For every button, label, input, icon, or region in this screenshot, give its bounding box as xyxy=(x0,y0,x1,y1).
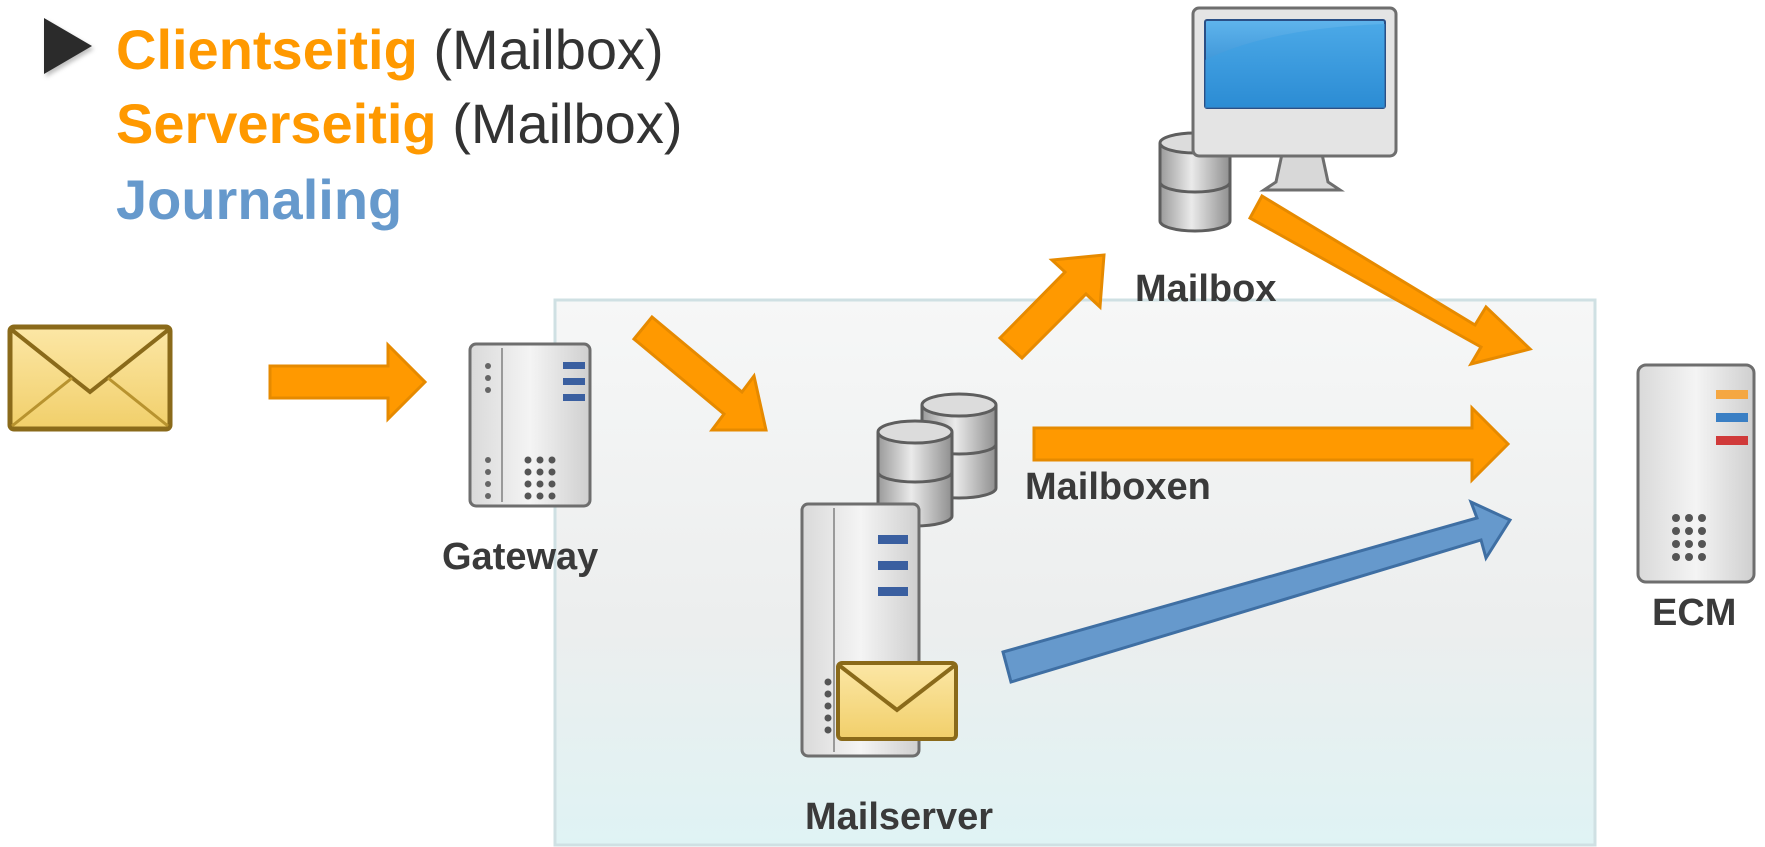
mailserver-label: Mailserver xyxy=(805,796,994,838)
arrow-mailbox-to-ecm-icon xyxy=(1247,193,1533,367)
ecm-server-icon xyxy=(1636,363,1756,584)
mailbox-label: Mailbox xyxy=(1135,268,1277,310)
legend-note-text: (Mailbox) xyxy=(452,92,683,155)
arrow-journaling-to-ecm-icon xyxy=(1001,499,1513,684)
legend-item-journaling: Journaling xyxy=(116,172,402,228)
gateway-server-icon xyxy=(468,342,592,508)
legend-strong-text: Serverseitig xyxy=(116,92,437,155)
legend-item-serverseitig: Serverseitig (Mailbox) xyxy=(116,96,682,152)
legend-strong-text: Clientseitig xyxy=(116,18,418,81)
incoming-envelope-icon xyxy=(7,324,173,432)
legend-strong-text: Journaling xyxy=(116,168,403,231)
mailserver-database-icon xyxy=(876,419,954,528)
ecm-label: ECM xyxy=(1652,592,1737,634)
mailboxen-label: Mailboxen xyxy=(1025,466,1211,508)
bullet-triangle-icon xyxy=(44,18,92,74)
legend-note-text: (Mailbox) xyxy=(433,18,664,81)
client-monitor-icon xyxy=(1191,6,1398,192)
gateway-label: Gateway xyxy=(442,536,599,578)
arrow-mailboxen-to-ecm-icon xyxy=(1032,404,1511,484)
arrow-to-mailserver-icon xyxy=(631,314,768,432)
arrow-to-gateway-icon xyxy=(268,341,428,423)
mailserver-envelope-icon xyxy=(836,661,958,741)
arrow-to-mailbox-icon xyxy=(997,253,1106,361)
legend-item-clientseitig: Clientseitig (Mailbox) xyxy=(116,22,664,78)
